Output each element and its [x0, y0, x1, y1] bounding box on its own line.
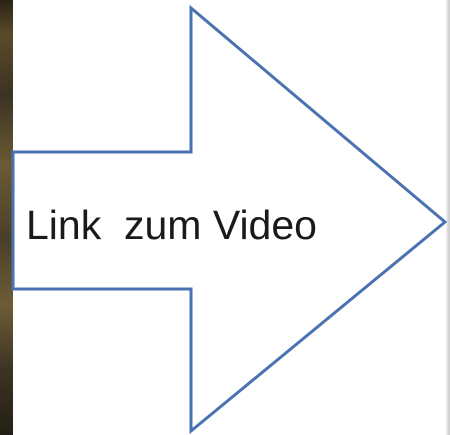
background-photo-strip — [0, 0, 13, 435]
arrow-shape[interactable] — [11, 4, 448, 435]
video-link-label[interactable]: Link zum Video — [26, 202, 317, 248]
page-edge — [446, 0, 450, 435]
